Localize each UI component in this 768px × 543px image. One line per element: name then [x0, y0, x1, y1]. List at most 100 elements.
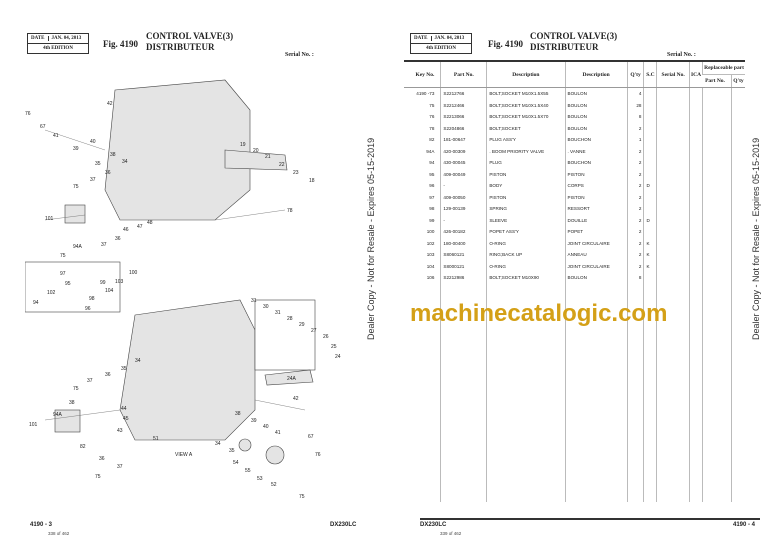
- part-no: S2212986: [440, 272, 487, 284]
- empty-cell: [626, 421, 644, 433]
- callout-number: 100: [129, 270, 138, 276]
- key-no: 78: [429, 125, 435, 131]
- empty-cell: [702, 99, 732, 111]
- empty-cell: [730, 329, 745, 341]
- callout-number: 35: [121, 366, 127, 372]
- empty-cell: [643, 456, 657, 468]
- part-no: S2204866: [440, 122, 487, 134]
- empty-cell: [404, 468, 441, 480]
- date-label: DATE: [28, 36, 49, 41]
- empty-cell: [656, 306, 690, 318]
- empty-cell: [440, 421, 487, 433]
- sc: [643, 272, 657, 284]
- description: SLEEVE: [486, 214, 565, 226]
- description: RING;BACK UP: [486, 249, 565, 261]
- page-number-right: 4190 - 4: [733, 522, 756, 528]
- empty-cell: [656, 226, 690, 238]
- empty-cell: [702, 157, 732, 169]
- empty-row: [404, 329, 745, 341]
- callout-number: 24A: [287, 376, 297, 382]
- empty-cell: [688, 111, 703, 123]
- empty-cell: [656, 421, 690, 433]
- edition: 4th EDITION: [43, 46, 73, 51]
- empty-cell: [702, 352, 732, 364]
- empty-cell: [643, 364, 657, 376]
- part-no: S2212466: [440, 99, 487, 111]
- empty-cell: [656, 410, 690, 422]
- empty-cell: [626, 364, 644, 376]
- empty-row: [404, 433, 745, 445]
- empty-cell: [643, 444, 657, 456]
- empty-cell: [486, 375, 565, 387]
- callout-number: 25: [331, 344, 337, 350]
- qty: 4: [626, 87, 644, 100]
- empty-cell: [440, 341, 487, 353]
- sc: D: [643, 180, 657, 192]
- empty-row: [404, 398, 745, 411]
- part-no: 409-00050: [440, 191, 487, 203]
- empty-cell: [730, 260, 745, 272]
- empty-cell: [656, 364, 690, 376]
- empty-cell: [626, 283, 644, 295]
- description-fr: BOULON: [564, 99, 628, 111]
- callout-number: 36: [99, 456, 105, 462]
- empty-cell: [564, 467, 628, 479]
- part-no: -: [440, 180, 487, 192]
- qty: 2: [626, 168, 644, 180]
- callout-number: 82: [80, 444, 86, 450]
- callout-number: 67: [40, 124, 46, 130]
- sc: [643, 122, 657, 134]
- empty-cell: [440, 283, 487, 295]
- empty-cell: [440, 490, 487, 502]
- empty-cell: [656, 168, 690, 180]
- callout-number: 34: [135, 358, 141, 364]
- qty: 2: [626, 260, 644, 272]
- empty-cell: [730, 318, 745, 330]
- empty-cell: [702, 306, 732, 318]
- empty-cell: [486, 352, 565, 364]
- empty-cell: [486, 398, 565, 410]
- description: PLUG ASS'Y: [486, 134, 565, 146]
- empty-cell: [702, 122, 732, 134]
- empty-cell: [730, 364, 745, 376]
- serial-label: Serial No. :: [667, 52, 696, 58]
- callout-number: 52: [271, 482, 277, 488]
- empty-cell: [730, 145, 745, 157]
- empty-cell: [564, 364, 628, 376]
- callout-number: 43: [117, 428, 123, 434]
- empty-cell: [688, 295, 703, 307]
- empty-cell: [656, 444, 690, 456]
- page-of-left: 338 of 462: [48, 531, 70, 536]
- empty-cell: [564, 329, 628, 341]
- col-part: Part No.: [440, 60, 487, 88]
- empty-cell: [404, 399, 441, 411]
- empty-cell: [688, 479, 703, 491]
- empty-cell: [404, 479, 441, 491]
- empty-cell: [564, 352, 628, 364]
- col-repl-part: Part No.: [702, 74, 732, 88]
- fig-number: Fig. 4190: [488, 39, 523, 49]
- empty-cell: [626, 433, 644, 445]
- callout-number: 22: [279, 162, 285, 168]
- col-repl-qty: Q'ty: [730, 74, 745, 88]
- empty-cell: [688, 306, 703, 318]
- empty-cell: [656, 490, 690, 502]
- qty: 2: [626, 180, 644, 192]
- fig-title: CONTROL VALVE(3)DISTRIBUTEUR: [530, 31, 617, 53]
- empty-cell: [404, 445, 441, 457]
- empty-cell: [688, 318, 703, 330]
- callout-number: 18: [309, 178, 315, 184]
- empty-cell: [440, 329, 487, 341]
- description: . BOOM PRIORITY VALVE: [486, 145, 565, 157]
- empty-cell: [626, 467, 644, 479]
- callout-number: 67: [308, 434, 314, 440]
- model-right: DX230LC: [420, 522, 447, 528]
- empty-cell: [702, 260, 732, 272]
- part-no: 409-00049: [440, 168, 487, 180]
- empty-cell: [730, 479, 745, 491]
- detail-box-right: [254, 299, 316, 371]
- empty-row: [404, 421, 745, 433]
